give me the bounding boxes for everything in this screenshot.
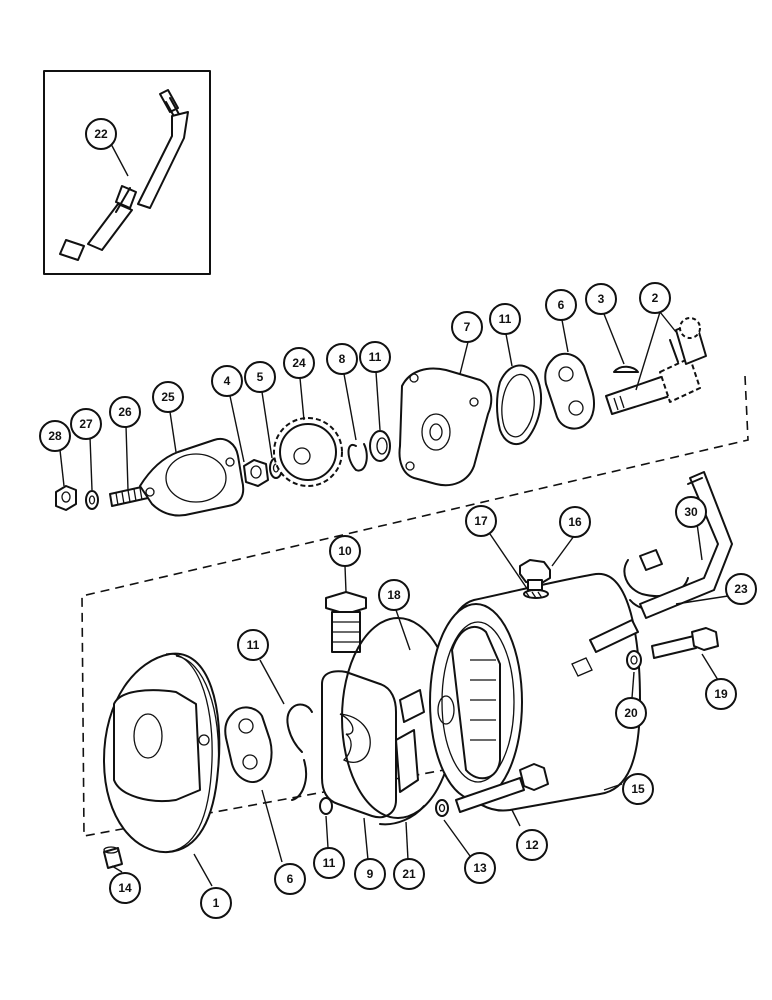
callout-label: 13	[473, 861, 487, 875]
callout-label: 15	[631, 782, 645, 796]
callout-label: 16	[568, 515, 582, 529]
callout-8: 8	[326, 343, 358, 375]
callout-23: 23	[725, 573, 757, 605]
callout-label: 6	[287, 872, 294, 886]
callout-label: 28	[48, 429, 62, 443]
callout-label: 7	[464, 320, 471, 334]
callout-label: 8	[339, 352, 346, 366]
callout-20: 20	[615, 697, 647, 729]
part-11-seal-top	[369, 430, 391, 462]
callout-label: 1	[213, 896, 220, 910]
callout-label: 9	[367, 867, 374, 881]
part-3-key	[613, 365, 639, 373]
callout-19: 19	[705, 678, 737, 710]
part-21-ring	[379, 805, 425, 826]
part-7-front-cover	[398, 367, 493, 487]
part-11-oring-small	[319, 797, 333, 815]
callout-label: 24	[292, 356, 306, 370]
callout-label: 2	[652, 291, 659, 305]
callout-24: 24	[283, 347, 315, 379]
callout-10: 10	[329, 535, 361, 567]
part-19-bolt	[651, 627, 719, 659]
part-6-bushing-top	[544, 352, 595, 430]
callout-label: 20	[624, 706, 638, 720]
leader-lines	[59, 311, 729, 887]
callout-label: 6	[558, 298, 565, 312]
part-28-nut	[55, 485, 77, 511]
part-24-gear	[273, 417, 343, 487]
callout-label: 22	[94, 127, 108, 141]
callout-11-b: 11	[489, 303, 521, 335]
part-30-pipe	[639, 471, 733, 619]
part-25-gasket	[139, 438, 245, 517]
callout-label: 30	[684, 505, 698, 519]
callout-label: 11	[323, 856, 336, 870]
callout-label: 3	[598, 292, 605, 306]
callout-label: 5	[257, 370, 264, 384]
part-6-bushing-lower	[224, 706, 273, 783]
callout-6-a: 6	[545, 289, 577, 321]
callout-6-b: 6	[274, 863, 306, 895]
callout-label: 19	[714, 687, 728, 701]
callout-label: 11	[369, 350, 382, 364]
part-12-bolt	[455, 763, 549, 813]
callout-11-a: 11	[359, 341, 391, 373]
callout-21: 21	[393, 858, 425, 890]
part-1-pulley-housing	[103, 652, 221, 854]
callout-label: 21	[402, 867, 416, 881]
callout-12: 12	[516, 829, 548, 861]
part-17-washer	[523, 589, 549, 599]
callout-label: 12	[525, 838, 539, 852]
callout-4: 4	[211, 365, 243, 397]
part-11-seal-lower	[286, 703, 313, 801]
callout-14: 14	[109, 872, 141, 904]
part-13-washer	[435, 799, 449, 817]
callout-22: 22	[85, 118, 117, 150]
part-9-body	[321, 670, 425, 819]
callout-28: 28	[39, 420, 71, 452]
part-11-oring-top	[496, 364, 543, 446]
callout-label: 23	[734, 582, 748, 596]
callout-17: 17	[465, 505, 497, 537]
callout-16: 16	[559, 506, 591, 538]
callout-7: 7	[451, 311, 483, 343]
callout-3: 3	[585, 283, 617, 315]
callout-2: 2	[639, 282, 671, 314]
callout-18: 18	[378, 579, 410, 611]
callout-label: 27	[79, 417, 93, 431]
callout-11-c: 11	[237, 629, 269, 661]
callout-15: 15	[622, 773, 654, 805]
callout-5: 5	[244, 361, 276, 393]
callout-30: 30	[675, 496, 707, 528]
part-4-nut	[243, 459, 269, 487]
part-8-circlip	[347, 443, 368, 472]
callout-label: 11	[247, 638, 260, 652]
callout-label: 4	[224, 374, 231, 388]
callout-label: 14	[118, 881, 132, 895]
inset-box	[43, 70, 211, 275]
callout-label: 18	[387, 588, 401, 602]
callout-9: 9	[354, 858, 386, 890]
callout-13: 13	[464, 852, 496, 884]
callout-11-d: 11	[313, 847, 345, 879]
callout-25: 25	[152, 381, 184, 413]
callout-label: 17	[474, 514, 488, 528]
pipe-22-drawing	[59, 89, 189, 261]
callout-label: 25	[161, 390, 175, 404]
callout-label: 26	[118, 405, 132, 419]
part-14-dowel	[103, 846, 123, 869]
callout-1: 1	[200, 887, 232, 919]
callout-label: 11	[499, 312, 512, 326]
part-2-gear-shaft	[605, 317, 707, 415]
callout-label: 10	[338, 544, 352, 558]
part-20-washer	[626, 650, 642, 670]
part-15-filter-canister	[429, 572, 641, 812]
callout-26: 26	[109, 396, 141, 428]
callout-27: 27	[70, 408, 102, 440]
part-27-washer	[85, 490, 99, 510]
